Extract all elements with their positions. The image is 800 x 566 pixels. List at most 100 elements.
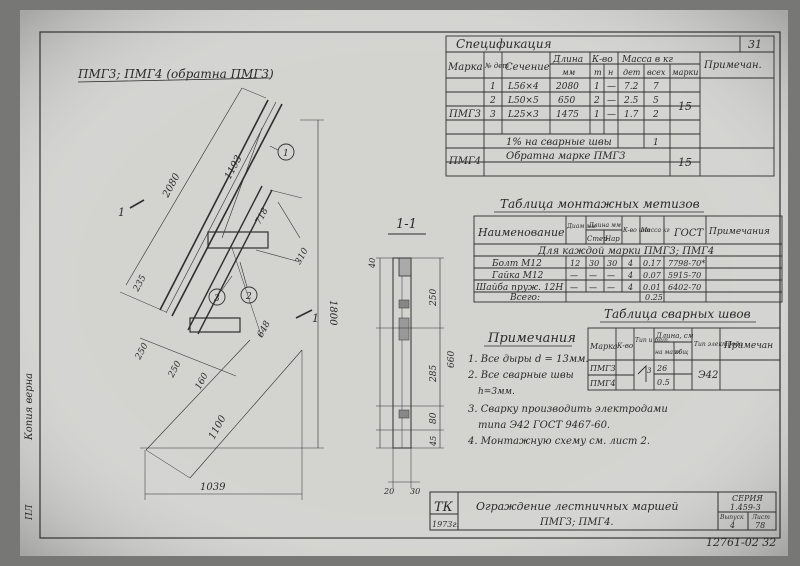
spec-h-mass-mark: марки <box>672 68 698 77</box>
note-2: 2. Все сварные швы <box>467 370 574 381</box>
spec-row-3-section: L25×3 <box>507 110 539 120</box>
spec-h-mass-det: дет <box>623 68 641 77</box>
hw-row-1-gost: 7798-70* <box>668 259 705 268</box>
spec-row-1-section: L56×4 <box>507 82 539 92</box>
tb-name-2: ПМГ3; ПМГ4. <box>539 517 614 528</box>
spec-row-2-mall: 5 <box>653 96 659 106</box>
tb-name-1: Ограждение лестничных маршей <box>476 500 678 513</box>
sec-dim-250: 250 <box>429 289 439 307</box>
hw-row-3-qty: 4 <box>627 283 633 292</box>
hw-row-1-rod: 30 <box>589 259 599 268</box>
spec-row-3-t: 1 <box>594 110 600 120</box>
tb-sheet: 78 <box>755 521 765 530</box>
tb-issue: 4 <box>729 521 735 530</box>
dim-1800: 1800 <box>327 300 338 326</box>
callout-3: 3 <box>214 294 220 304</box>
hw-row-2-thr: — <box>607 271 615 280</box>
note-3b: типа Э42 ГОСТ 9467-60. <box>478 420 610 431</box>
spec-row-2-mdet: 2.5 <box>623 96 639 106</box>
spec-h-qty-t: т <box>594 68 602 77</box>
callout-2: 2 <box>245 292 252 302</box>
cut-marker-1: 1 <box>118 206 125 219</box>
spec-table <box>445 35 775 177</box>
hw-row-1-name: Болт М12 <box>491 259 542 269</box>
spec-row-3-n: — <box>607 110 616 120</box>
hw-h-mass: Масса кг <box>640 227 670 234</box>
hw-row-2-qty: 4 <box>627 271 633 280</box>
welds-table <box>587 321 781 391</box>
spec-h-section: Сечение <box>505 62 550 73</box>
tb-issue-label: Выпуск <box>719 514 744 521</box>
footer-code: 12761-02 32 <box>706 536 776 549</box>
hw-h-gost: ГОСТ <box>673 228 704 239</box>
tb-year: 1973г. <box>432 520 459 529</box>
spec-h-mass: Масса в кг <box>621 55 673 65</box>
spec-h-note: Примечан. <box>703 60 762 71</box>
w-h-len: Длина, см <box>655 332 694 340</box>
w-h-note: Примечан <box>723 341 773 351</box>
spec-row-2-length: 650 <box>558 96 575 106</box>
w-mark-1: ПМГ3 <box>589 364 616 373</box>
spec-h-qty-n: н <box>608 68 613 77</box>
main-view: ПМГ3; ПМГ4 (обратна ПМГ3) <box>77 67 324 500</box>
w-h-len-sub2: общ <box>675 349 688 356</box>
spec-weld-all: 1 <box>653 138 659 148</box>
spec-row-3-det: 3 <box>490 110 496 120</box>
hw-h-note: Примечания <box>708 227 770 237</box>
tb-tk: ТК <box>434 500 454 515</box>
w-h-type: Тип и тип. <box>635 337 670 344</box>
spec-row-3-mdet: 1.7 <box>624 110 639 120</box>
spec-h-length: Длина <box>552 55 583 65</box>
view-title: ПМГ3; ПМГ4 (обратна ПМГ3) <box>77 67 274 81</box>
drawing-frame <box>39 31 781 539</box>
w-mark-2: ПМГ4 <box>589 379 616 388</box>
hw-row-3-mass: 0.01 <box>643 283 661 292</box>
spec-weld-text: 1% на сварные швы <box>506 137 612 148</box>
spec-h-mass-all: всех <box>647 68 666 77</box>
notes-title: Примечания <box>487 331 576 346</box>
spec-mark-1: ПМГ3 <box>448 109 481 120</box>
spec-title: Спецификация <box>456 37 552 51</box>
hw-row-2-diam: — <box>570 271 578 280</box>
hardware-table <box>473 211 783 303</box>
hw-row-2-name: Гайка М12 <box>491 271 544 281</box>
hw-row-3-name: Шайба пруж. 12Н <box>475 282 563 293</box>
w-len1: 26 <box>656 364 667 373</box>
hw-row-3-rod: — <box>589 283 597 292</box>
notes: Примечания 1. Все дыры d = 13мм. 2. Все … <box>467 331 668 447</box>
sheet-number: 31 <box>748 38 762 51</box>
w-h-qty: К-во <box>616 342 633 350</box>
section-label: 1-1 <box>396 217 417 232</box>
hw-caption: Для каждой марки ПМГ3; ПМГ4 <box>537 246 714 257</box>
spec-text: Спецификация 31 Марка № дет Сечение Длин… <box>447 37 762 169</box>
section-labels: 40 250 285 80 45 660 20 30 <box>368 258 457 496</box>
w-h-mark: Марка <box>589 342 618 351</box>
spec-h-det: № дет <box>484 62 509 70</box>
spec-row-2-t: 2 <box>593 96 600 106</box>
hardware-title: Таблица монтажных метизов <box>500 197 700 211</box>
tb-series-label: СЕРИЯ <box>732 494 763 503</box>
sec-dim-30: 30 <box>410 487 420 496</box>
sec-dim-660: 660 <box>447 351 457 368</box>
spec-row-1-mall: 7 <box>653 82 659 92</box>
callout-1: 1 <box>283 149 289 159</box>
side-text-2: ПЛ <box>25 504 35 521</box>
hw-row-1-mass: 0.17 <box>643 259 662 268</box>
hw-total: 0.25 <box>645 293 663 302</box>
section-view: 1-1 <box>376 217 444 488</box>
note-4: 4. Монтажную схему см. лист 2. <box>467 436 650 447</box>
hw-row-3-thr: — <box>607 283 615 292</box>
spec-row-2-det: 2 <box>489 96 496 106</box>
hw-h-len: Длина мм <box>588 222 621 229</box>
spec-row-3-mall: 2 <box>652 110 659 120</box>
hw-row-3-diam: — <box>570 283 578 292</box>
hardware-text: Таблица монтажных метизов Наименование Д… <box>475 197 770 303</box>
spec-h-length-unit: мм <box>562 68 576 77</box>
spec-row-2-section: L50×5 <box>507 96 539 106</box>
w-h-electrode: Тип электрода <box>694 341 743 348</box>
spec-mark-2: ПМГ4 <box>448 156 481 167</box>
spec-row-3-length: 1475 <box>556 110 579 120</box>
hw-row-2-gost: 5915-70 <box>668 271 701 280</box>
hw-h-len-rod: Стер <box>587 235 608 243</box>
